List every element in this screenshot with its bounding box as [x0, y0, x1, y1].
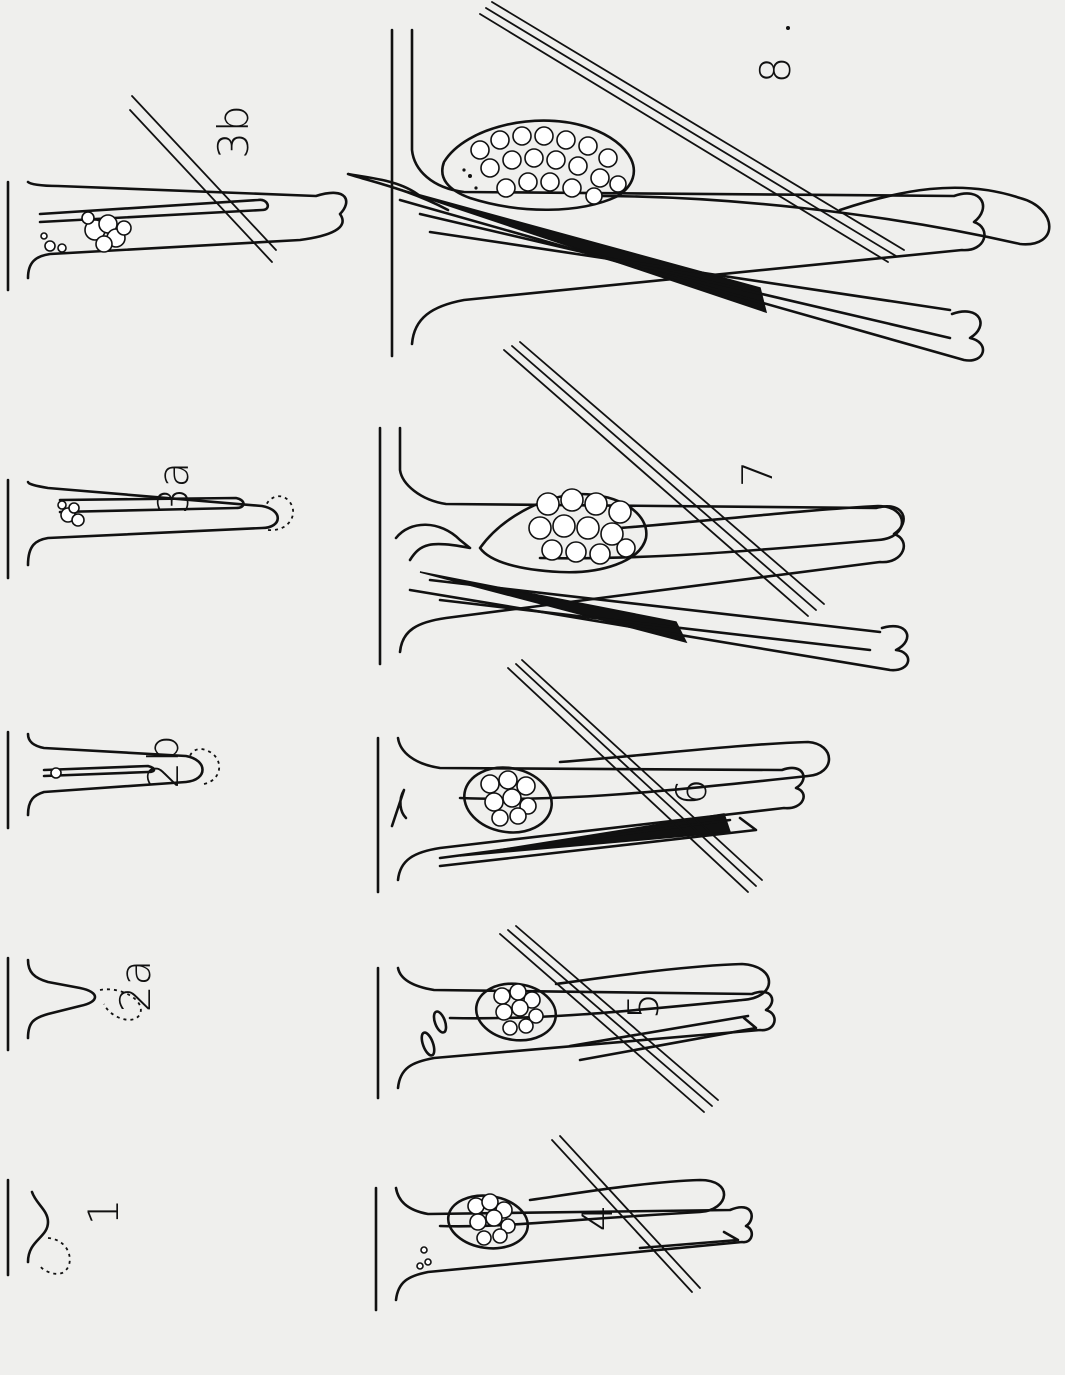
mark-dot	[786, 26, 790, 30]
label-stage-5: 5	[619, 993, 668, 1020]
label-stage-2b: 2b	[139, 735, 188, 788]
label-stage-8: 8	[751, 57, 800, 84]
label-stage-7: 7	[733, 461, 782, 488]
label-stage-4: 4	[573, 1205, 622, 1232]
label-stage-2a: 2a	[111, 960, 160, 1012]
label-stage-6: 6	[667, 779, 716, 806]
label-stage-3b: 3b	[209, 105, 258, 158]
label-stage-3a: 3a	[149, 462, 198, 514]
label-stage-1: 1	[79, 1199, 128, 1226]
